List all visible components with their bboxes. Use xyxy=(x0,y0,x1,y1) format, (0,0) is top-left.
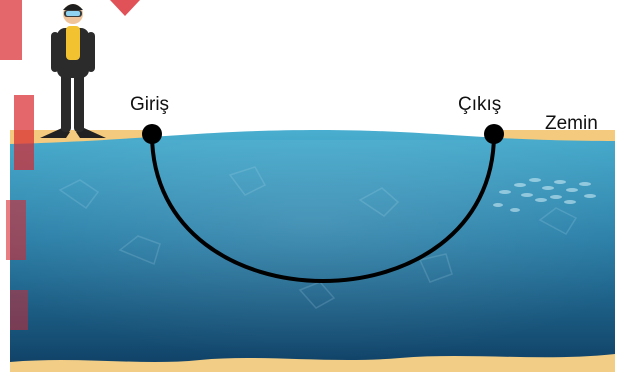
water-highlight xyxy=(10,140,615,372)
exit-label: Çıkış xyxy=(458,95,501,114)
entry-label: Giriş xyxy=(130,95,169,114)
floor-label: Zemin xyxy=(545,114,598,133)
entry-point xyxy=(142,124,162,144)
exit-point xyxy=(484,124,504,144)
scuba-diver-icon xyxy=(40,4,106,138)
